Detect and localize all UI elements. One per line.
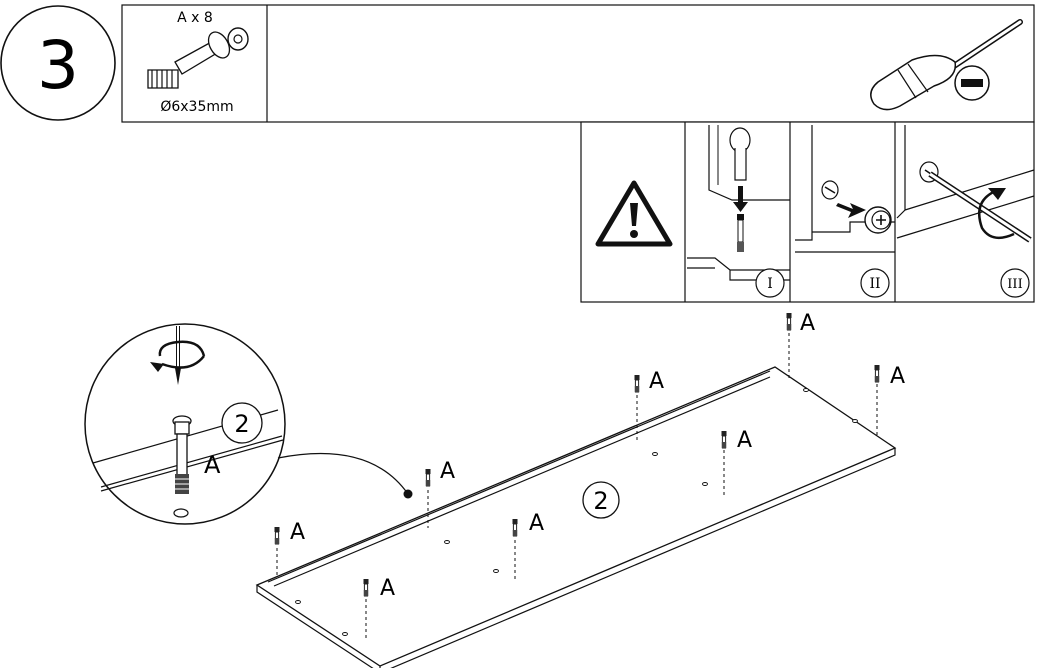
rotate-clockwise-icon: [978, 188, 1015, 240]
bolt-label: A: [649, 369, 664, 394]
screwdriver-icon: [870, 19, 1023, 111]
bolt-label: A: [440, 459, 455, 484]
bolt-label: A: [800, 311, 815, 336]
warning-icon: [595, 180, 673, 247]
substep-iii-label: III: [1007, 277, 1022, 292]
step-number-badge: 3: [0, 5, 116, 121]
part-quantity: A x 8: [177, 10, 213, 26]
parts-cell: A x 8 Ø6x35mm: [147, 10, 249, 115]
substep-iii-illustration: III: [896, 125, 1035, 298]
bolt-label: A: [529, 511, 544, 536]
substep-ii-label: II: [869, 276, 880, 292]
bolt-label: A: [290, 520, 305, 545]
arrow-icon: [836, 203, 866, 218]
part-size: Ø6x35mm: [160, 99, 233, 115]
substep-i-label: I: [767, 276, 773, 292]
cam-bolt-icon: [147, 27, 249, 89]
step-number: 3: [37, 27, 79, 104]
substep-ii-illustration: II: [795, 125, 895, 298]
bolt-label: A: [890, 364, 905, 389]
detail-part-label: A: [204, 451, 221, 479]
leader-line: [277, 452, 409, 495]
bolt-label: A: [380, 576, 395, 601]
substep-panels: I II I: [580, 121, 1035, 303]
panel-label: 2: [593, 487, 608, 515]
cam-lock-icon: [864, 206, 892, 234]
cam-bolt-icon: [172, 415, 192, 494]
bolt-icon: [737, 214, 744, 252]
bolt-label: A: [737, 428, 752, 453]
rotate-clockwise-icon: [150, 340, 206, 372]
board-panel: A A A A A A A A 2: [255, 311, 905, 672]
detail-zoom-circle: 2 A: [84, 323, 286, 525]
detail-panel-label: 2: [234, 410, 249, 438]
substep-i-illustration: I: [687, 125, 790, 298]
